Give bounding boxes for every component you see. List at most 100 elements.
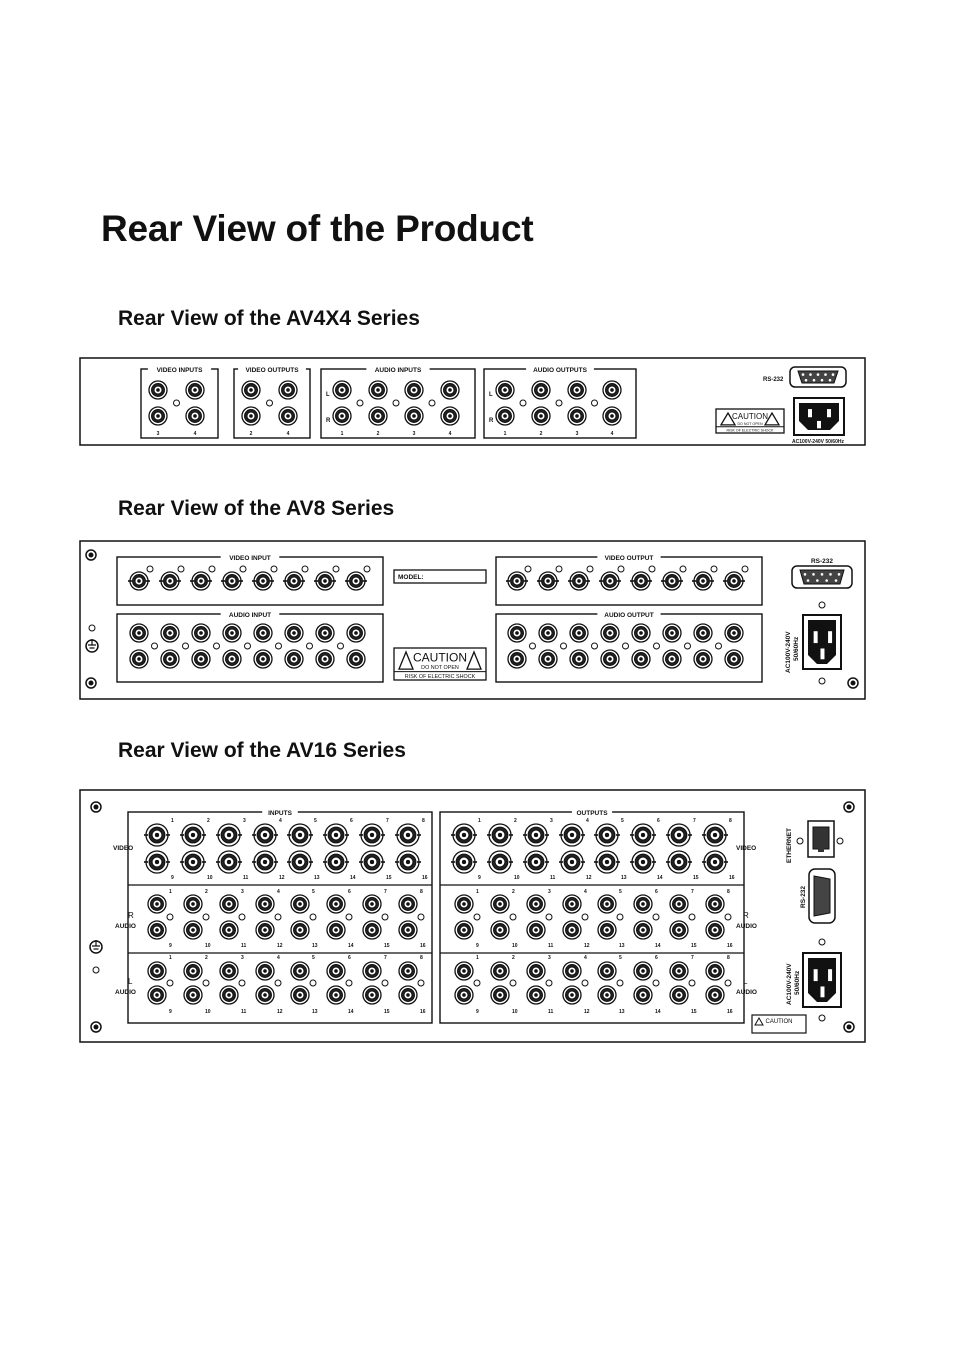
jack-number: 7: [693, 818, 696, 824]
rca-jack: [705, 894, 725, 914]
jack-number: 3: [550, 818, 553, 824]
av4x4-group-0-label-bg: [147, 365, 212, 373]
jack-number: 1: [171, 818, 174, 824]
bnc-jack: [221, 571, 243, 591]
power-pin: [820, 648, 825, 660]
jack-number: 14: [348, 943, 354, 949]
r-label: R: [326, 418, 331, 424]
screw-center: [846, 1024, 852, 1030]
jack-number: 1: [169, 889, 172, 895]
small-hole: [309, 913, 317, 921]
jack-number: 12: [584, 943, 590, 949]
power-pin: [828, 969, 833, 982]
r-label-left: R: [128, 911, 134, 920]
rca-jack: [597, 985, 617, 1005]
small-hole: [648, 565, 656, 573]
rca-jack: [326, 894, 346, 914]
small-hole: [417, 979, 425, 987]
av4x4-group-2-label: AUDIO INPUTS: [375, 367, 422, 374]
small-hole: [724, 979, 732, 987]
jack-number: 2: [512, 889, 515, 895]
bnc-jack: [144, 823, 170, 847]
rca-jack: [241, 380, 261, 400]
pin: [825, 579, 828, 582]
small-hole: [581, 913, 589, 921]
jack-number: 6: [655, 889, 658, 895]
small-hole: [202, 979, 210, 987]
small-hole: [166, 979, 174, 987]
rca-jack: [490, 961, 510, 981]
bnc-jack: [180, 850, 206, 874]
small-hole: [177, 565, 185, 573]
jack-number: 2: [205, 955, 208, 961]
jack-number: 4: [277, 955, 280, 961]
jack-number: 9: [169, 943, 172, 949]
jack-number: 2: [512, 955, 515, 961]
small-hole: [529, 642, 536, 650]
bnc-jack: [252, 571, 274, 591]
bnc-jack: [559, 850, 585, 874]
caution-title: CAUTION: [766, 1019, 793, 1025]
jack-number: 16: [422, 875, 428, 881]
pin: [824, 373, 827, 376]
rca-jack: [440, 406, 460, 426]
small-hole: [652, 913, 660, 921]
jack-number: 10: [207, 875, 213, 881]
rs232-label: RS-232: [763, 377, 784, 383]
rs232-port-shell: [813, 875, 831, 917]
rca-jack: [183, 985, 203, 1005]
jack-number: 15: [693, 875, 699, 881]
rca-jack: [278, 380, 298, 400]
rca-jack: [490, 894, 510, 914]
rca-jack: [255, 894, 275, 914]
caution-label-title: CAUTION: [413, 650, 467, 664]
av4x4-group-0-label: VIDEO INPUTS: [157, 367, 204, 374]
av4x4-group-3-label: AUDIO OUTPUTS: [533, 367, 587, 374]
small-hole: [818, 1014, 826, 1022]
bnc-jack: [252, 823, 278, 847]
bnc-jack: [599, 571, 621, 591]
jack-number: 2: [205, 889, 208, 895]
bnc-jack: [594, 850, 620, 874]
small-hole: [417, 913, 425, 921]
jack-number: 7: [386, 818, 389, 824]
bnc-jack: [287, 850, 313, 874]
rca-jack: [567, 406, 587, 426]
jack-number: 4: [194, 431, 197, 437]
bnc-jack: [506, 571, 528, 591]
jack-number: 9: [169, 1009, 172, 1015]
jack-number: 13: [312, 943, 318, 949]
jack-number: 16: [420, 1009, 426, 1015]
jack-number: 4: [586, 818, 589, 824]
small-hole: [555, 399, 563, 407]
bnc-jack: [630, 823, 656, 847]
jack-number: 2: [514, 818, 517, 824]
jack-number: 3: [157, 431, 160, 437]
bnc-jack: [537, 571, 559, 591]
jack-number: 5: [619, 889, 622, 895]
rca-jack: [724, 623, 744, 643]
power-label: AC100V-240V 50/60Hz: [792, 439, 844, 445]
bnc-jack: [252, 850, 278, 874]
small-hole: [274, 913, 282, 921]
rca-jack: [495, 406, 515, 426]
power-pin: [820, 986, 825, 998]
pin: [801, 373, 805, 376]
rca-jack: [662, 623, 682, 643]
jack-number: 5: [314, 818, 317, 824]
rca-jack: [398, 961, 418, 981]
bnc-jack: [216, 823, 242, 847]
small-hole: [381, 913, 389, 921]
jack-number: 9: [171, 875, 174, 881]
ethernet-label: ETHERNET: [786, 828, 793, 863]
rca-jack: [562, 961, 582, 981]
av8-video-input-label: VIDEO INPUT: [229, 555, 271, 562]
jack-number: 1: [476, 889, 479, 895]
jack-number: 10: [512, 943, 518, 949]
rca-jack: [490, 920, 510, 940]
small-hole: [213, 642, 220, 650]
small-hole: [345, 979, 353, 987]
jack-number: 4: [611, 431, 614, 437]
warning-triangle-icon: [763, 411, 781, 426]
